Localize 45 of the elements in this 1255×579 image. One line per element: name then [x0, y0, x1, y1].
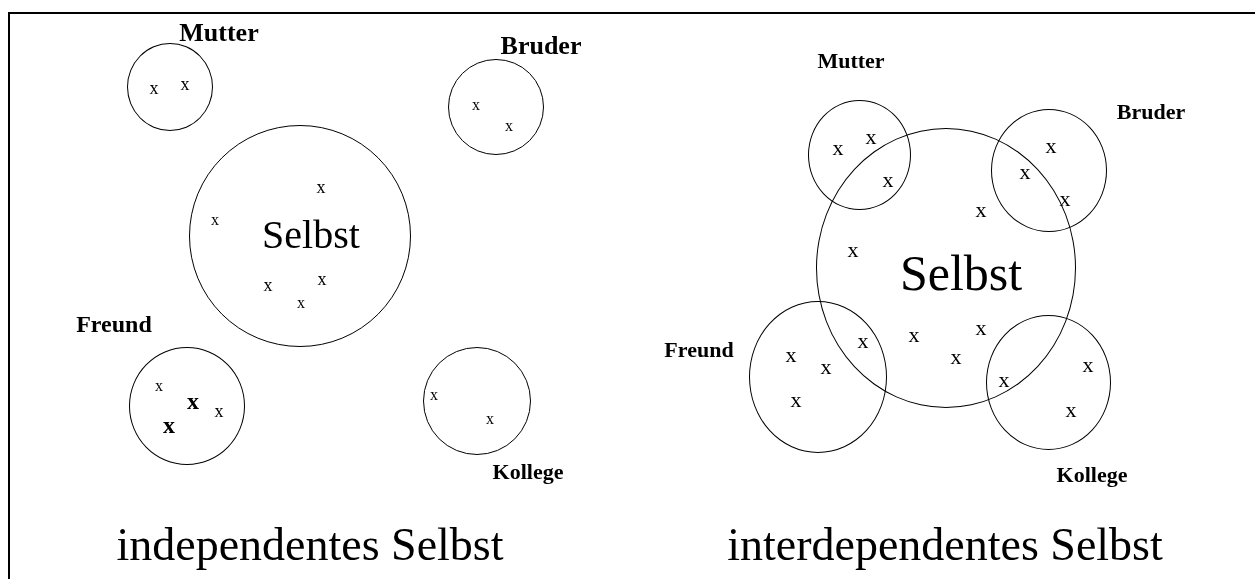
circle-label: Mutter: [179, 20, 259, 46]
cross-mark: x: [865, 126, 877, 148]
cross-mark: x: [316, 178, 326, 196]
cross-mark: x: [908, 324, 920, 346]
cross-mark: x: [1065, 399, 1077, 421]
cross-mark: x: [950, 346, 962, 368]
cross-mark: x: [214, 402, 224, 420]
cross-mark: x: [882, 169, 894, 191]
cross-mark: x: [857, 330, 869, 352]
cross-mark: x: [975, 317, 987, 339]
cross-mark: x: [317, 270, 327, 288]
caption: independentes Selbst: [116, 522, 504, 568]
cross-mark: x: [163, 413, 175, 437]
cross-mark: x: [297, 295, 305, 311]
circle-label: Selbst: [262, 215, 360, 255]
cross-mark: x: [472, 97, 480, 113]
cross-mark: x: [847, 239, 859, 261]
cross-mark: x: [998, 369, 1010, 391]
cross-mark: x: [155, 378, 163, 394]
cross-mark: x: [505, 118, 513, 134]
cross-mark: x: [180, 75, 190, 93]
circle-label: Bruder: [500, 33, 582, 59]
cross-mark: x: [486, 411, 494, 427]
circle-label: Kollege: [1056, 464, 1128, 486]
cross-mark: x: [263, 276, 273, 294]
circle-label: Kollege: [492, 461, 564, 483]
circle-label: Selbst: [899, 248, 1023, 298]
cross-mark: x: [820, 356, 832, 378]
cross-mark: x: [785, 344, 797, 366]
circle-label: Bruder: [1116, 101, 1186, 123]
cross-mark: x: [211, 212, 219, 228]
cross-mark: x: [1019, 161, 1031, 183]
cross-mark: x: [149, 79, 159, 97]
caption: interdependentes Selbst: [727, 522, 1163, 568]
cross-mark: x: [832, 137, 844, 159]
cross-mark: x: [975, 199, 987, 221]
circle-label: Mutter: [817, 50, 885, 72]
cross-mark: x: [1082, 354, 1094, 376]
cross-mark: x: [430, 387, 438, 403]
cross-mark: x: [790, 389, 802, 411]
cross-mark: x: [1045, 135, 1057, 157]
circle-label: Freund: [76, 312, 152, 336]
cross-mark: x: [187, 389, 199, 413]
circle-label: Freund: [664, 339, 734, 361]
cross-mark: x: [1059, 188, 1071, 210]
